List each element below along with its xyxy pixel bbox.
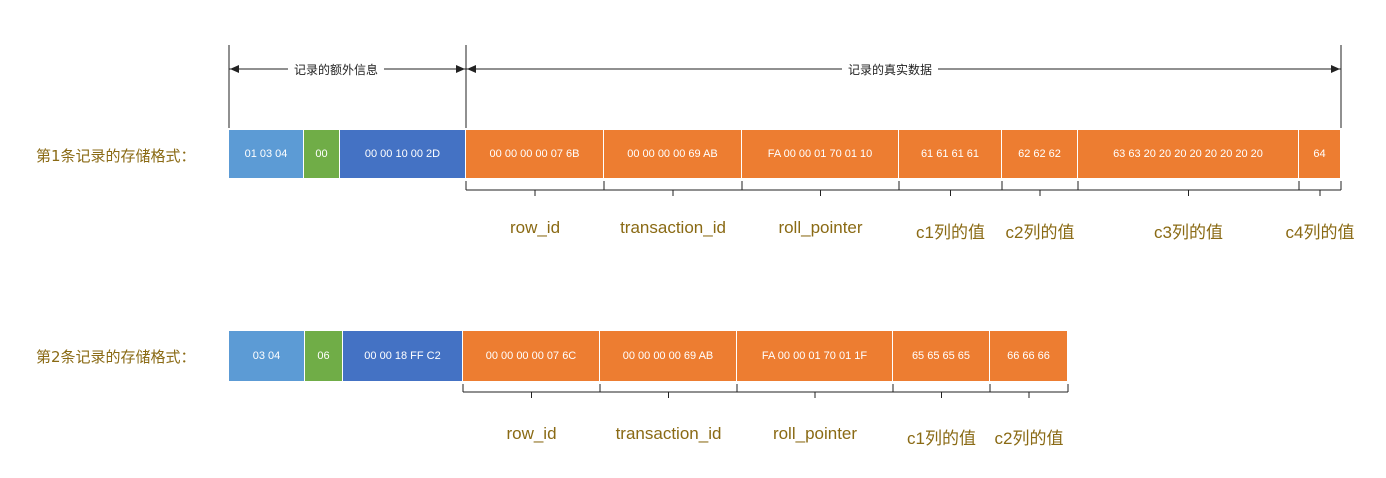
- field-label: row_id: [506, 424, 557, 443]
- record-1-cell: 01 03 04: [229, 130, 304, 178]
- real-data-header: 记录的真实数据: [841, 61, 939, 78]
- record-2-cell: 65 65 65 65: [893, 331, 990, 381]
- extra-info-header: 记录的额外信息: [287, 61, 385, 78]
- record-2-cell: 00 00 18 FF C2: [343, 331, 463, 381]
- record-1-label: 第1条记录的存储格式：: [36, 147, 196, 165]
- record-1-cell: 00 00 00 00 07 6B: [466, 130, 604, 178]
- field-label: c3列的值: [1154, 223, 1223, 242]
- record-1-cell: FA 00 00 01 70 01 10: [742, 130, 899, 178]
- record-2-cell: 66 66 66: [990, 331, 1068, 381]
- field-label: row_id: [509, 218, 561, 237]
- record-1-cell: 00 00 10 00 2D: [340, 130, 466, 178]
- record-2-cell: 00 00 00 00 69 AB: [600, 331, 737, 381]
- field-label: roll_pointer: [772, 424, 858, 443]
- record-1-cell: 63 63 20 20 20 20 20 20 20 20: [1078, 130, 1299, 178]
- record-1-cell: 61 61 61 61: [899, 130, 1002, 178]
- record-2-label: 第2条记录的存储格式：: [36, 348, 196, 366]
- real-data-left-arrow: [467, 65, 476, 73]
- record-2-cell: 06: [305, 331, 343, 381]
- record-2-cell: 00 00 00 00 07 6C: [463, 331, 600, 381]
- field-label: c2列的值: [994, 429, 1064, 448]
- field-label: c4列的值: [1285, 223, 1355, 242]
- real-data-right-arrow: [1331, 65, 1340, 73]
- record-1-cell: 00: [304, 130, 340, 178]
- record-1-cell: 00 00 00 00 69 AB: [604, 130, 742, 178]
- record-2-cell: FA 00 00 01 70 01 1F: [737, 331, 893, 381]
- extra-info-right-arrow: [456, 65, 465, 73]
- record-1-cell: 64: [1299, 130, 1341, 178]
- record-1-cell: 62 62 62: [1002, 130, 1078, 178]
- field-label: transaction_id: [615, 424, 722, 443]
- field-label: roll_pointer: [778, 218, 863, 237]
- field-label: c2列的值: [1005, 223, 1075, 242]
- field-label: c1列的值: [916, 223, 985, 242]
- field-label: c1列的值: [907, 429, 976, 448]
- field-label: transaction_id: [620, 218, 726, 237]
- record-2-cell: 03 04: [229, 331, 305, 381]
- extra-info-left-arrow: [230, 65, 239, 73]
